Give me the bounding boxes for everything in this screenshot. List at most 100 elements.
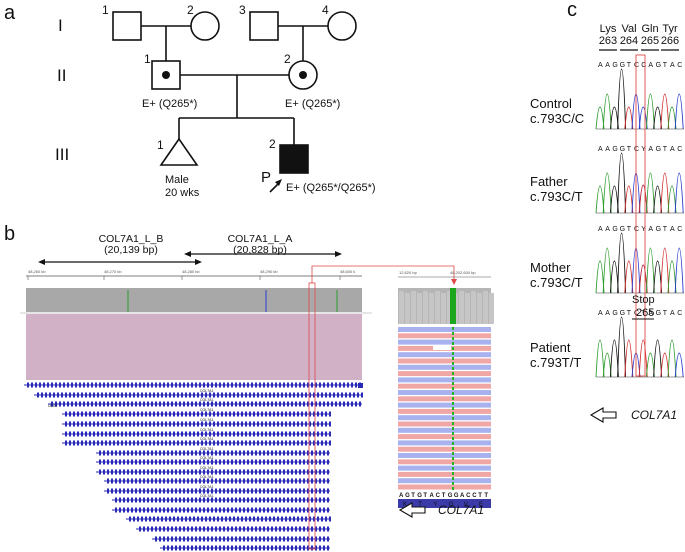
zoom-read (398, 364, 491, 370)
exon-block (297, 440, 299, 446)
zoom-read (398, 465, 491, 471)
exon-block (49, 392, 51, 398)
exon-block (325, 421, 327, 427)
exon-block (147, 382, 149, 388)
exon-block (259, 526, 261, 532)
exon-block (107, 488, 109, 494)
exon-block (267, 507, 269, 513)
exon-block (65, 440, 67, 446)
transcript-label: COL7A1 (200, 408, 213, 412)
exon-block (301, 440, 303, 446)
exon-block (265, 516, 267, 522)
exon-block (219, 545, 221, 551)
exon-block (231, 507, 233, 513)
exon-block (69, 421, 71, 427)
sanger-base: C (677, 146, 682, 153)
exon-block (115, 488, 117, 494)
zoom-base: G (454, 493, 459, 499)
exon-block (201, 392, 203, 398)
exon-block (297, 421, 299, 427)
exon-block (155, 450, 157, 456)
exon-block (261, 411, 263, 417)
exon-block (287, 488, 289, 494)
exon-block (115, 450, 117, 456)
exon-block (77, 431, 79, 437)
exon-block (95, 401, 97, 407)
exon-block (185, 516, 187, 522)
exon-block (267, 450, 269, 456)
exon-block (133, 421, 135, 427)
exon-block (273, 411, 275, 417)
exon-block (155, 382, 157, 388)
exon-block (263, 488, 265, 494)
exon-block (203, 536, 205, 542)
exon-block (261, 392, 263, 398)
exon-block (143, 526, 145, 532)
exon-block (271, 507, 273, 513)
sanger-base: C (634, 310, 639, 317)
exon-block (167, 507, 169, 513)
trace-peak (667, 260, 677, 294)
exon-block (103, 469, 105, 475)
exon-block (185, 411, 187, 417)
exon-block (63, 401, 65, 407)
exon-block (231, 469, 233, 475)
exon-block (133, 431, 135, 437)
exon-block (239, 526, 241, 532)
exon-block (293, 431, 295, 437)
exon-block (341, 392, 343, 398)
exon-block (245, 516, 247, 522)
exon-block (251, 478, 253, 484)
sanger-base: A (605, 310, 610, 317)
exon-block (161, 440, 163, 446)
exon-block (179, 459, 181, 465)
exon-block (183, 478, 185, 484)
exon-block (51, 401, 53, 407)
zoom-amino-acid: Q (449, 502, 454, 508)
exon-block (359, 401, 361, 407)
exon-block (211, 497, 213, 503)
exon-block (251, 507, 253, 513)
sanger-base: A (670, 62, 675, 69)
exon-block (109, 392, 111, 398)
exon-block (179, 401, 181, 407)
exon-block (81, 440, 83, 446)
exon-block (199, 497, 201, 503)
exon-block (297, 516, 299, 522)
exon-block (161, 516, 163, 522)
exon-block (321, 431, 323, 437)
exon-block (147, 478, 149, 484)
exon-block (165, 431, 167, 437)
exon-block (171, 507, 173, 513)
exon-block (195, 536, 197, 542)
gen1-id-4: 4 (322, 3, 329, 17)
zoom-base: T (411, 493, 415, 499)
exon-block (199, 382, 201, 388)
exon-block (253, 431, 255, 437)
exon-block (283, 507, 285, 513)
exon-block (165, 392, 167, 398)
exon-block (151, 526, 153, 532)
exon-block (97, 431, 99, 437)
exon-block (247, 526, 249, 532)
exon-block (327, 497, 329, 503)
exon-block (131, 488, 133, 494)
gen3-id-1: 1 (157, 138, 164, 152)
exon-block (309, 411, 311, 417)
exon-block (219, 478, 221, 484)
exon-block (247, 382, 249, 388)
ruler-tick-label: 48,290 kb (260, 269, 278, 274)
exon-block (199, 526, 201, 532)
exon-block (135, 478, 137, 484)
exon-block (61, 392, 63, 398)
transcript-label: COL7A1 (200, 418, 213, 422)
exon-block (65, 392, 67, 398)
exon-block (283, 382, 285, 388)
exon-block (215, 469, 217, 475)
exon-block (323, 526, 325, 532)
exon-block (193, 516, 195, 522)
exon-block (225, 421, 227, 427)
sanger-base: A (648, 62, 653, 69)
exon-block (135, 382, 137, 388)
exon-block (89, 421, 91, 427)
